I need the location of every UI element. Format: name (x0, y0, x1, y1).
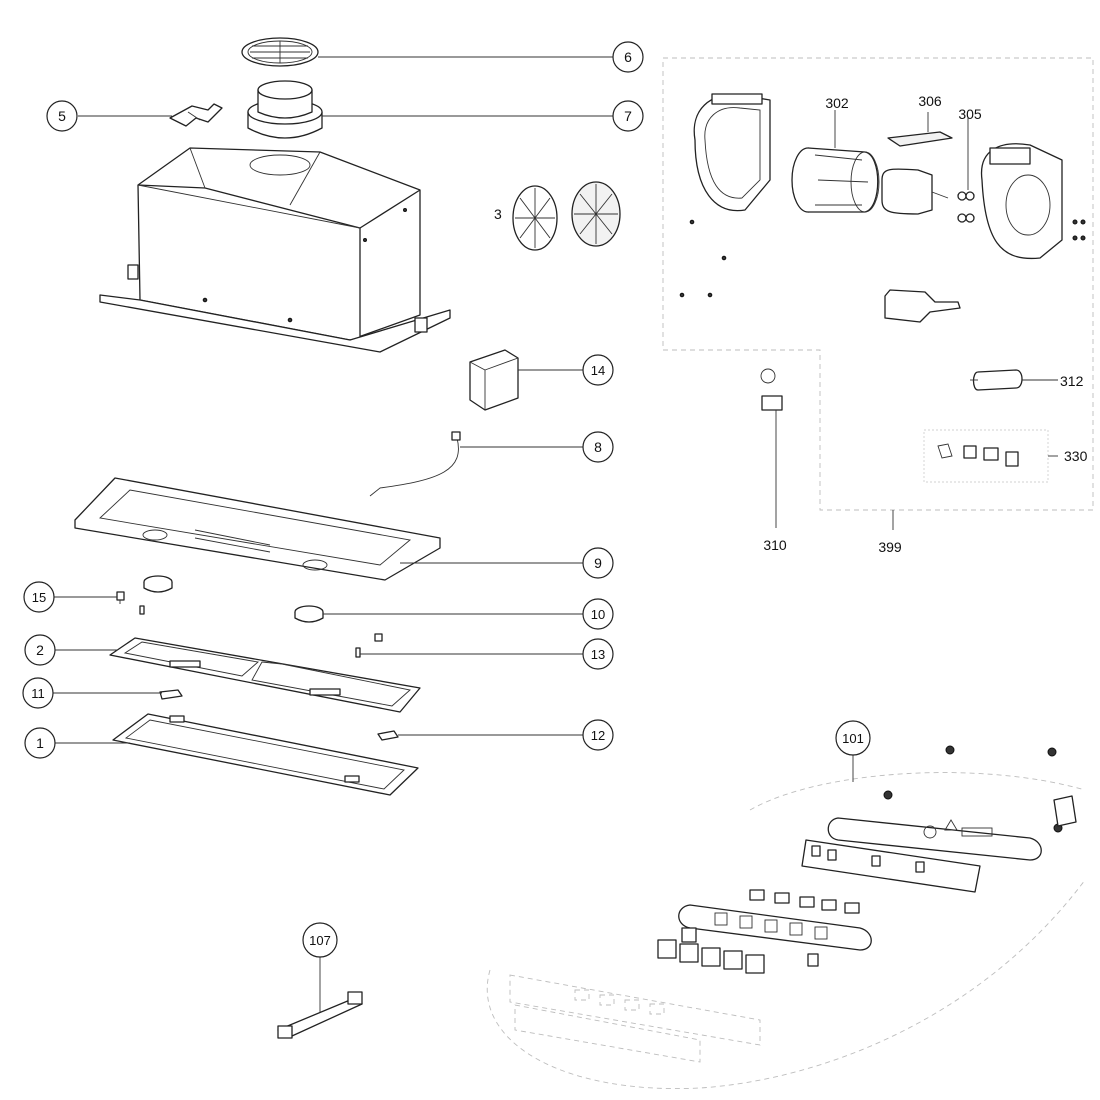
callout-101: 101 (835, 720, 871, 756)
part-14-junction-box (469, 349, 519, 411)
callout-label: 7 (624, 108, 632, 124)
callout-1: 1 (24, 727, 56, 759)
label-399: 399 (878, 539, 902, 555)
part-1-frame (112, 713, 419, 796)
callout-12: 12 (582, 719, 614, 751)
callout-11: 11 (22, 677, 54, 709)
part-306-cover (887, 112, 953, 147)
part-3-carbon-filters (512, 181, 621, 251)
part-12-clip (377, 730, 399, 741)
callout-6: 6 (612, 41, 644, 73)
part-13-screw (355, 633, 383, 658)
motor-bracket (884, 289, 961, 323)
part-312-capacitor (970, 369, 1058, 391)
part-310-lamp-holder (760, 368, 783, 528)
part-101-control-group (801, 745, 1077, 893)
control-frame-ghost (509, 974, 761, 1063)
part-107-bracket (277, 955, 363, 1039)
motor-group-outline-399 (662, 57, 1094, 530)
label-312: 312 (1060, 373, 1084, 389)
callout-label: 6 (624, 49, 632, 65)
callout-label: 13 (591, 647, 605, 662)
motor-screws (679, 219, 727, 298)
part-302-fan-wheel (791, 110, 880, 213)
hood-body (99, 147, 451, 353)
fan-housing-rear (980, 143, 1086, 260)
callout-label: 5 (58, 108, 66, 124)
label-302: 302 (825, 95, 849, 111)
callout-107: 107 (302, 922, 338, 958)
part-7-duct-collar (247, 80, 323, 139)
callout-label: 8 (594, 439, 602, 455)
part-330-connectors (923, 429, 1058, 483)
part-6-grille (241, 37, 319, 67)
label-305: 305 (958, 106, 982, 122)
callout-9: 9 (582, 547, 614, 579)
control-buttons-board (657, 889, 872, 974)
callout-7: 7 (612, 100, 644, 132)
label-306: 306 (918, 93, 942, 109)
part-2-grease-filter (109, 637, 421, 713)
part-9-base-panel (74, 477, 441, 581)
callout-label: 11 (31, 686, 45, 701)
callout-label: 12 (591, 728, 605, 743)
callout-label: 107 (309, 933, 331, 948)
callout-label: 1 (36, 735, 44, 751)
callout-label: 9 (594, 555, 602, 571)
label-310: 310 (763, 537, 787, 553)
fan-housing-front (693, 93, 771, 212)
motor (881, 168, 949, 215)
callout-label: 14 (591, 363, 605, 378)
control-group-outline-101 (486, 755, 1086, 1090)
leader-lines (53, 56, 613, 744)
callout-8: 8 (582, 431, 614, 463)
label-3: 3 (494, 206, 502, 222)
part-11-clip (159, 689, 183, 700)
callout-label: 2 (36, 642, 44, 658)
part-15-screw (116, 591, 145, 615)
label-330: 330 (1064, 448, 1088, 464)
callout-label: 101 (842, 731, 864, 746)
part-10-lamps (143, 575, 324, 623)
callout-13: 13 (582, 638, 614, 670)
callout-label: 15 (32, 590, 46, 605)
callout-label: 10 (591, 607, 605, 622)
part-305-washers (957, 118, 975, 223)
callout-14: 14 (582, 354, 614, 386)
part-5-bracket (169, 103, 223, 127)
callout-15: 15 (23, 581, 55, 613)
part-8-cable (369, 431, 461, 497)
callout-2: 2 (24, 634, 56, 666)
callout-5: 5 (46, 100, 78, 132)
callout-10: 10 (582, 598, 614, 630)
